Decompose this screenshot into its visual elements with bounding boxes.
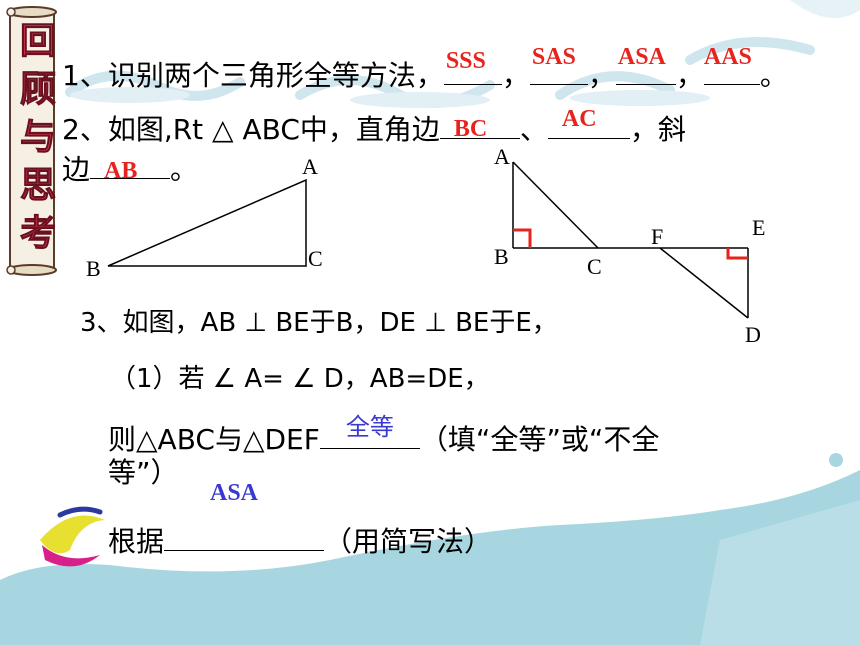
question-2-text: 2、如图,Rt △ ABC中，直角边 <box>62 113 440 146</box>
question-3-part-1: （1）若 ∠ A= ∠ D，AB=DE， <box>110 364 490 394</box>
q1-blank-1[interactable]: SSS <box>443 48 502 85</box>
question-1-text: 1、识别两个三角形全等方法， <box>62 59 444 92</box>
q1-answer-4: AAS <box>703 44 752 70</box>
fig2-label-C: C <box>587 254 602 279</box>
right-angle-mark-E <box>726 248 748 260</box>
fig2-label-B: B <box>494 244 509 269</box>
fig2-label-A: A <box>494 144 510 169</box>
fig2-label-E: E <box>752 215 766 240</box>
question-2-line-1: 2、如图,Rt △ ABC中，直角边 BC 、 AC ，斜 <box>62 106 686 147</box>
q1-blank-2[interactable]: SAS <box>529 44 588 85</box>
question-3-condition: 3、如图，AB ⊥ BE于B，DE ⊥ BE于E， <box>80 308 558 338</box>
q3-answer-congruent: 全等 <box>345 413 394 441</box>
separator: ， <box>587 59 616 92</box>
q2-blank-leg2[interactable]: AC <box>547 106 630 139</box>
banner-char: 顾 <box>19 69 56 111</box>
question-3-line-4: 等”） <box>108 456 179 490</box>
separator: ， <box>675 59 704 92</box>
question-2-tail: ，斜 <box>629 113 686 146</box>
banner-char: 考 <box>19 213 56 255</box>
q1-blank-3[interactable]: ASA <box>615 44 676 85</box>
banner-char: 与 <box>19 117 56 159</box>
q3-blank-basis[interactable] <box>164 522 325 551</box>
title-scroll-banner: 回 顾 与 思 考 <box>6 6 58 276</box>
question-3-line-1: 3、如图，AB ⊥ BE于B，DE ⊥ BE于E， <box>80 306 558 340</box>
question-1: 1、识别两个三角形全等方法，SSS，SAS，ASA，AAS。 <box>62 44 788 93</box>
banner-char: 思 <box>19 165 56 207</box>
fig1-label-C: C <box>308 246 323 271</box>
period: 。 <box>759 59 788 92</box>
q3-answer-basis: ASA <box>210 480 259 506</box>
q2-answer-leg2: AC <box>561 106 597 132</box>
question-3-statement: 则△ABC与△DEF <box>108 423 320 456</box>
question-3-line-5: 根据 （用简写法） <box>108 522 492 559</box>
separator: 、 <box>519 113 548 146</box>
fig1-label-B: B <box>86 256 101 281</box>
period: 。 <box>170 153 199 186</box>
q1-answer-2: SAS <box>531 44 576 70</box>
fig1-label-A: A <box>302 154 318 179</box>
question-3-line-2: （1）若 ∠ A= ∠ D，AB=DE， <box>110 362 490 396</box>
question-3-hint-end: 等”） <box>108 456 179 489</box>
q2-answer-hyp: AB <box>104 158 138 184</box>
question-2-hyp-label: 边 <box>62 153 91 186</box>
q1-answer-1: SSS <box>445 48 486 74</box>
question-2-line-2: 边 AB 。 <box>62 150 198 187</box>
right-angle-mark-B <box>513 228 532 248</box>
dot-decoration <box>829 453 843 467</box>
q1-answer-3: ASA <box>617 44 666 70</box>
banner-char: 回 <box>19 21 56 63</box>
banner-title: 回 顾 与 思 考 <box>17 18 59 258</box>
corner-cloud <box>790 0 860 18</box>
q2-blank-leg1[interactable]: BC <box>439 110 520 142</box>
q3-blank-congruent[interactable]: 全等 <box>319 413 420 449</box>
question-3-basis-label: 根据 <box>108 525 165 558</box>
q1-blank-4[interactable]: AAS <box>703 44 760 85</box>
q2-answer-leg1: BC <box>453 116 488 142</box>
wave-decoration <box>0 470 860 645</box>
fig2-label-D: D <box>745 322 761 347</box>
fig2-label-F: F <box>651 224 664 249</box>
q2-blank-hyp[interactable]: AB <box>90 150 171 184</box>
question-3-hint: （填“全等”或“不全 <box>419 423 660 456</box>
question-3-basis-hint: （用简写法） <box>324 525 493 558</box>
question-3-line-3: 则△ABC与△DEF 全等 （填“全等”或“不全 <box>108 413 660 457</box>
swoosh-logo-icon <box>40 506 105 567</box>
separator: ， <box>501 59 530 92</box>
